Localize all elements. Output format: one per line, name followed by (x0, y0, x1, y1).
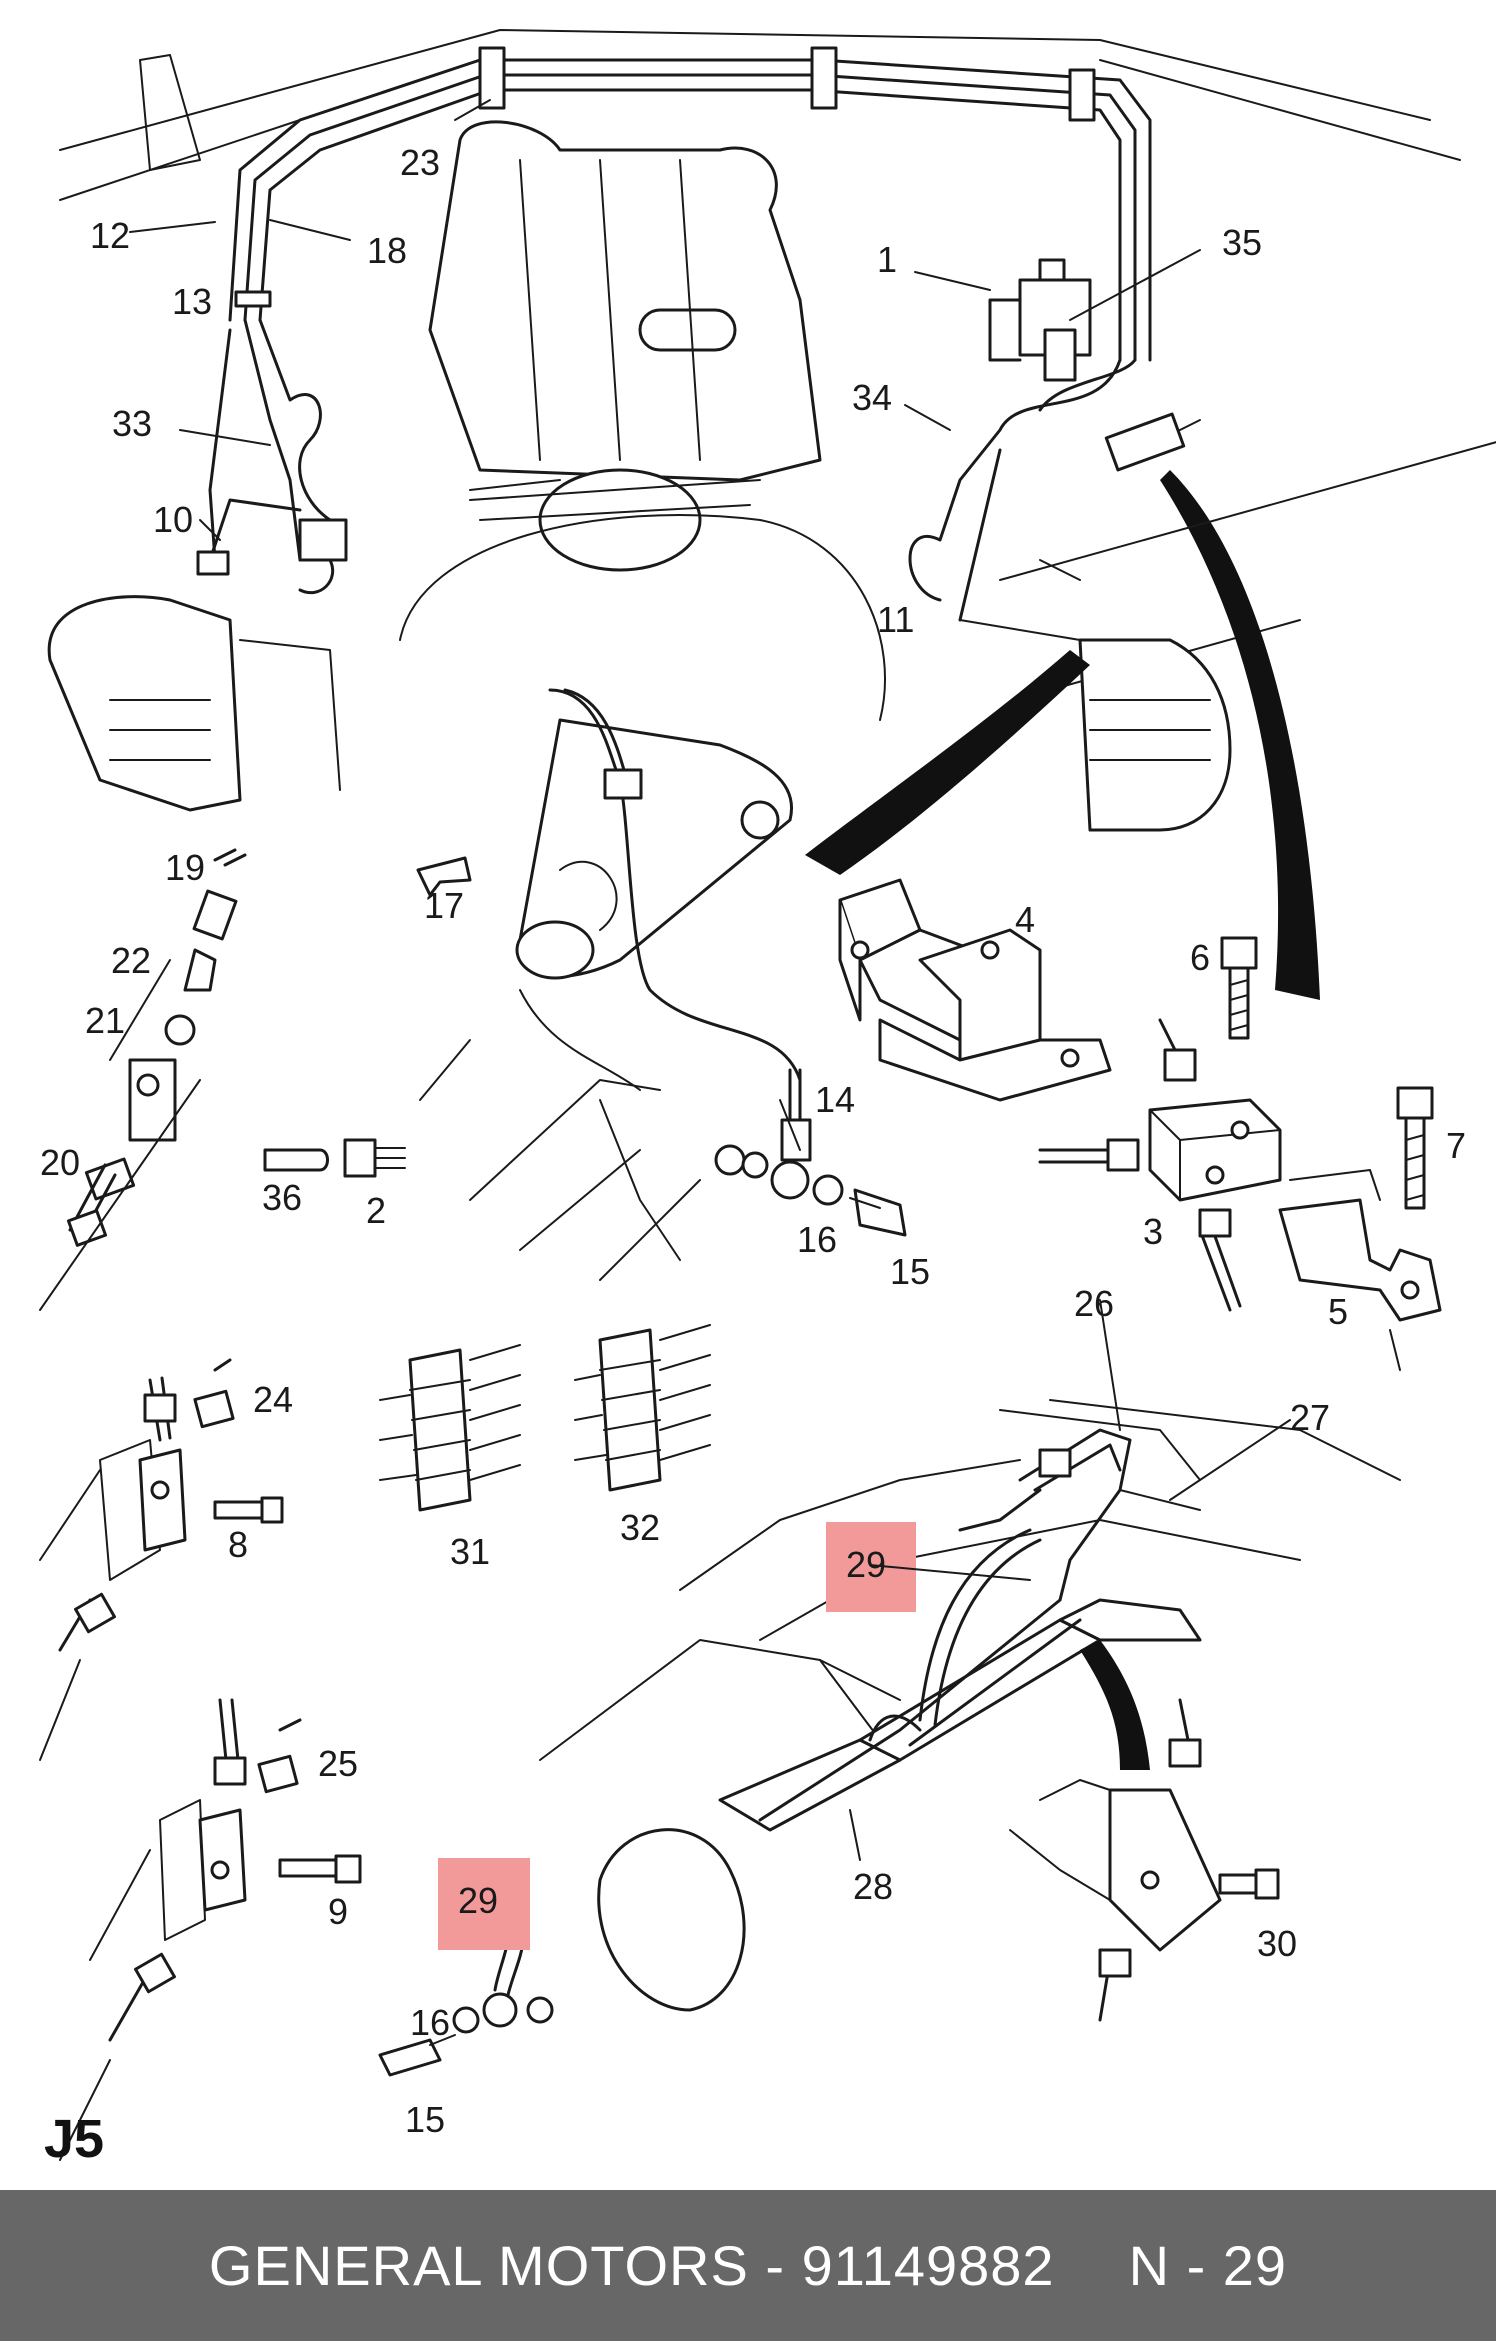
page-code: J5 (44, 2109, 105, 2169)
rear-axle-area (539, 1399, 1401, 2012)
engine-block (428, 120, 822, 572)
callout-label: 28 (853, 1866, 893, 1907)
callout-label: 14 (815, 1079, 855, 1120)
callout-label: 15 (405, 2099, 445, 2140)
brand-name: GENERAL MOTORS (208, 2234, 749, 2297)
callout-label: 27 (1290, 1397, 1330, 1438)
callout-label: 30 (1257, 1923, 1297, 1964)
callout-label: 35 (1222, 222, 1262, 263)
pointer-wedge-rear (1080, 1640, 1150, 1770)
brake-hose-14 (548, 688, 812, 1162)
callout-label: 34 (852, 377, 892, 418)
bracket-assembly-8 (39, 1358, 284, 1761)
callout-label: 18 (367, 230, 407, 271)
pointer-wedge-right (1160, 470, 1320, 1000)
callout-label: 7 (1446, 1125, 1466, 1166)
callout-label: 16 (410, 2002, 450, 2043)
callout-label: 36 (262, 1177, 302, 1218)
callout-label: 6 (1190, 937, 1210, 978)
footer-dash: - (765, 2234, 786, 2297)
callout-label: 17 (424, 885, 464, 926)
callout-label: 29 (458, 1880, 498, 1921)
callout-label: 15 (890, 1251, 930, 1292)
callout-label: 22 (111, 940, 151, 981)
callout-label: 12 (90, 215, 130, 256)
brake-hose-29-upper (918, 1528, 1042, 1727)
footer-bar: GENERAL MOTORS - 91149882 N - 29 (0, 2190, 1496, 2341)
callout-label: 9 (328, 1891, 348, 1932)
fitting-right-small (1104, 412, 1201, 472)
callout-label: 8 (228, 1524, 248, 1565)
callout-label: 5 (1328, 1291, 1348, 1332)
callout-label: 31 (450, 1531, 490, 1572)
callout-label: 24 (253, 1379, 293, 1420)
lower-subframe (469, 1079, 701, 1281)
callout-label: 25 (318, 1743, 358, 1784)
callout-labels: 1 35 34 23 12 18 13 33 10 11 17 4 14 19 … (40, 142, 1466, 2140)
brake-line-left-coil (196, 318, 348, 595)
leader-lines (129, 99, 1496, 1861)
callout-label: 26 (1074, 1283, 1114, 1324)
callout-label: 3 (1143, 1211, 1163, 1252)
control-arm (419, 718, 793, 1101)
banjo-fitting (714, 1144, 907, 1237)
callout-label: 29 (846, 1544, 886, 1585)
pointer-wedge-center (805, 650, 1090, 875)
callout-label: 33 (112, 403, 152, 444)
fitting-stack-left (39, 848, 247, 1311)
connector-35 (1043, 328, 1077, 382)
callout-label: 13 (172, 281, 212, 322)
callout-label: 16 (797, 1219, 837, 1260)
callout-label: 20 (40, 1142, 80, 1183)
callout-label: 4 (1015, 899, 1035, 940)
callout-label: 23 (400, 142, 440, 183)
part-number: 91149882 (801, 2234, 1055, 2297)
bracket-assembly-9 (59, 1698, 362, 2161)
callout-label: 32 (620, 1507, 660, 1548)
clip-strip-32 (574, 1324, 711, 1492)
callout-label: 11 (877, 599, 914, 640)
callout-label: 1 (877, 239, 897, 280)
rear-junction-30 (1009, 1698, 1280, 2022)
brake-line-rear-26-27 (758, 1428, 1201, 1822)
bolt-7 (1396, 1086, 1434, 1210)
part-2-fitting (343, 1138, 406, 1178)
part-36-tube (263, 1148, 329, 1172)
highlight-29-lower (438, 1858, 530, 1950)
clip-strip-31 (379, 1344, 521, 1512)
callout-label: 19 (165, 847, 205, 888)
callout-label: 21 (85, 1000, 125, 1041)
proportioning-valve-4 (838, 878, 1112, 1102)
callout-label: 10 (153, 499, 193, 540)
brake-line-bundle (228, 46, 1152, 362)
bracket-5 (1278, 1169, 1442, 1371)
callout-label: 2 (366, 1190, 386, 1231)
brake-lines-exploded-diagram: 1 35 34 23 12 18 13 33 10 11 17 4 14 19 … (39, 29, 1496, 2161)
reference-number: N - 29 (1128, 2234, 1288, 2297)
part-17-clip (416, 856, 472, 897)
bolt-6 (1220, 936, 1258, 1040)
wheel-arch (399, 514, 886, 721)
junction-block-3 (1038, 1018, 1282, 1312)
brake-line-right-coil (908, 258, 1137, 622)
wheel-hub-left (47, 595, 341, 812)
wheel-hub-right (959, 619, 1232, 832)
